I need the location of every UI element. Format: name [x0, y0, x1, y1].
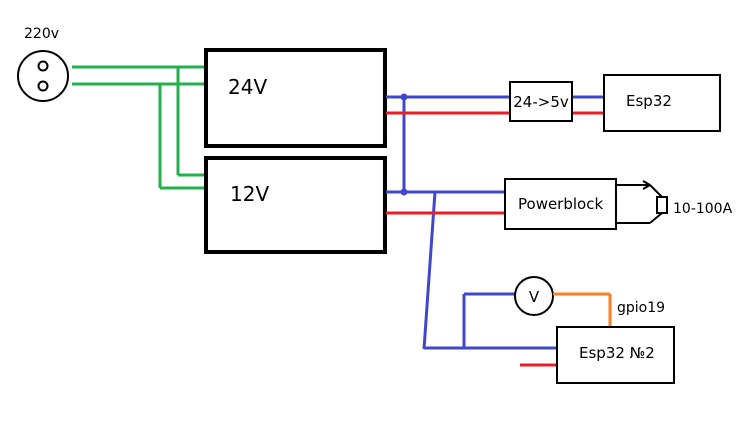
- positive-wires: [386, 111, 604, 367]
- psu-12v-box: [204, 156, 387, 254]
- socket-outline: [17, 50, 69, 102]
- mains-wires: [72, 65, 207, 190]
- voltmeter-circle: [514, 276, 554, 316]
- psu-24v-label: 24V: [228, 75, 267, 99]
- junction-dot-top: [400, 93, 408, 101]
- mains-socket: [17, 50, 69, 102]
- junction-dot-bottom: [400, 188, 408, 196]
- neg-drop-diagonal: [422, 191, 437, 350]
- voltmeter-label: V: [529, 288, 540, 306]
- mains-label: 220v: [24, 26, 59, 42]
- load-wire-diag-top: [649, 184, 663, 198]
- powerblock-label: Powerblock: [518, 195, 603, 213]
- esp32-2-label: Esp32 №2: [579, 344, 655, 362]
- converter-box: [509, 81, 573, 122]
- load-arrow-top-2: [642, 184, 651, 190]
- esp32-1-label: Esp32: [626, 92, 672, 110]
- load-range-label: 10-100A: [673, 201, 733, 217]
- psu-24v-box: [204, 48, 387, 148]
- load-arrow-top: [642, 180, 651, 186]
- load-resistor: [656, 196, 668, 214]
- socket-pin-top: [37, 60, 49, 72]
- socket-pin-bottom: [37, 80, 49, 92]
- load-connection: [616, 180, 663, 224]
- psu-12v-label: 12V: [230, 182, 269, 206]
- esp32-2-box: [556, 326, 675, 384]
- powerblock-box: [504, 178, 617, 230]
- signal-wire: [553, 292, 612, 327]
- converter-label: 24->5v: [513, 93, 569, 111]
- esp32-1-box: [603, 74, 721, 132]
- load-wire-diag-bottom: [649, 212, 663, 224]
- gpio-label: gpio19: [617, 300, 665, 316]
